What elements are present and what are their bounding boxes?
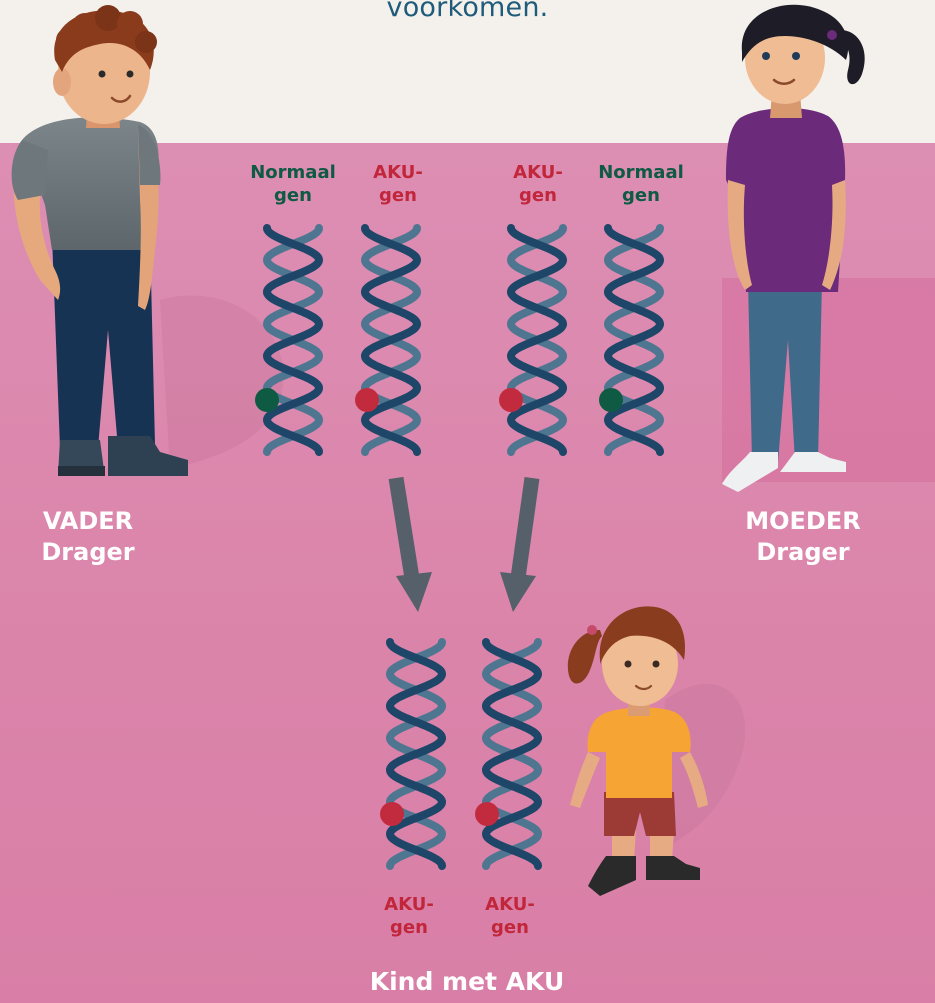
child-figure bbox=[567, 606, 708, 896]
dna-strand-dark bbox=[481, 638, 543, 870]
dna-strand-dark bbox=[603, 224, 665, 456]
normal-gene-marker bbox=[255, 388, 279, 412]
aku-gene-marker bbox=[355, 388, 379, 412]
inheritance-arrow-from-mother bbox=[500, 476, 540, 612]
gene-label-father-aku: AKU-gen bbox=[373, 162, 423, 206]
mother-figure bbox=[722, 4, 865, 492]
child-caption: Kind met AKU bbox=[369, 967, 565, 996]
dna-strand-dark bbox=[506, 224, 568, 456]
normal-gene-marker bbox=[599, 388, 623, 412]
dna-child-aku-2 bbox=[481, 638, 543, 870]
gene-label-child-aku-1: AKU-gen bbox=[384, 894, 434, 938]
dna-strand-dark bbox=[385, 638, 447, 870]
dna-father-normal bbox=[262, 224, 324, 456]
aku-gene-marker bbox=[380, 802, 404, 826]
gene-label-mother-aku: AKU-gen bbox=[513, 162, 563, 206]
dna-mother-normal bbox=[603, 224, 665, 456]
dna-strand-dark bbox=[262, 224, 324, 456]
aku-gene-marker bbox=[475, 802, 499, 826]
gene-label-child-aku-2: AKU-gen bbox=[485, 894, 535, 938]
headline: voorkomen. bbox=[386, 0, 549, 23]
aku-gene-marker bbox=[499, 388, 523, 412]
dna-strand-dark bbox=[360, 224, 422, 456]
dna-father-aku bbox=[360, 224, 422, 456]
dna-mother-aku bbox=[506, 224, 568, 456]
inheritance-arrow-from-father bbox=[388, 476, 432, 612]
dna-child-aku-1 bbox=[385, 638, 447, 870]
father-figure bbox=[11, 5, 188, 476]
